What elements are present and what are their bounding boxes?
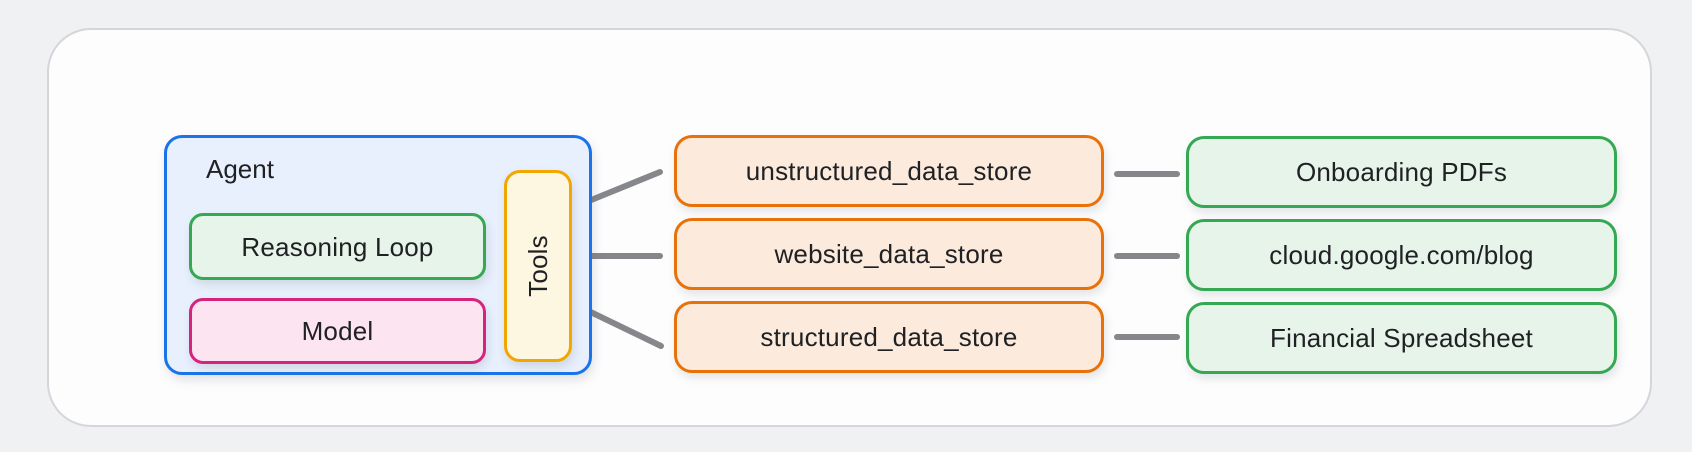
data-store-label: structured_data_store [760,322,1018,352]
model-label: Model [301,316,374,346]
source-label: Financial Spreadsheet [1270,323,1533,353]
source-box-onboarding-pdfs: Onboarding PDFs [1186,136,1617,208]
agent-label: Agent [206,154,274,184]
source-box-financial-spreadsheet: Financial Spreadsheet [1186,302,1617,374]
reasoning-loop-label: Reasoning Loop [241,231,434,262]
reasoning-loop-box: Reasoning Loop [189,213,486,280]
data-store-label: website_data_store [774,239,1004,269]
tools-box: Tools [504,170,572,362]
data-store-label: unstructured_data_store [745,156,1033,186]
data-store-box-unstructured: unstructured_data_store [674,135,1104,207]
model-box: Model [189,298,486,364]
source-label: Onboarding PDFs [1295,157,1508,187]
source-box-cloud-google-blog: cloud.google.com/blog [1186,219,1617,291]
data-store-box-website: website_data_store [674,218,1104,290]
diagram-panel: Agent Reasoning Loop Model Tools unstruc… [47,28,1652,427]
tools-label: Tools [522,235,553,297]
data-store-box-structured: structured_data_store [674,301,1104,373]
source-label: cloud.google.com/blog [1269,240,1534,270]
